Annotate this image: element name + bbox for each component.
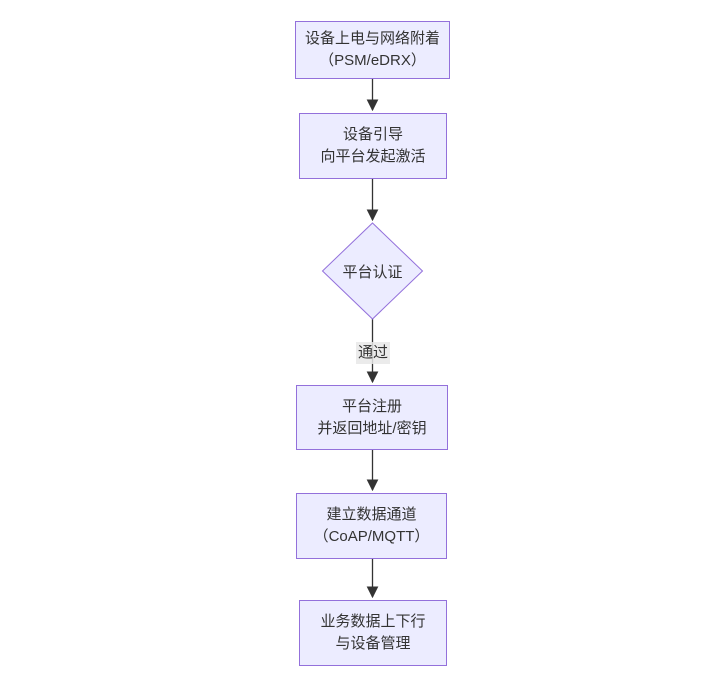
edge-label-pass: 通过: [356, 342, 391, 364]
node-platform-auth-label: 平台认证: [342, 263, 403, 281]
node-bootstrap: 设备引导 向平台发起激活: [299, 113, 447, 179]
node-platform-register: 平台注册 并返回地址/密钥: [296, 385, 448, 450]
node-platform-auth-shape: [321, 222, 424, 320]
node-power-on: 设备上电与网络附着 （PSM/eDRX）: [295, 21, 450, 79]
node-business-data: 业务数据上下行 与设备管理: [299, 600, 447, 666]
node-data-channel: 建立数据通道 （CoAP/MQTT）: [296, 493, 447, 559]
